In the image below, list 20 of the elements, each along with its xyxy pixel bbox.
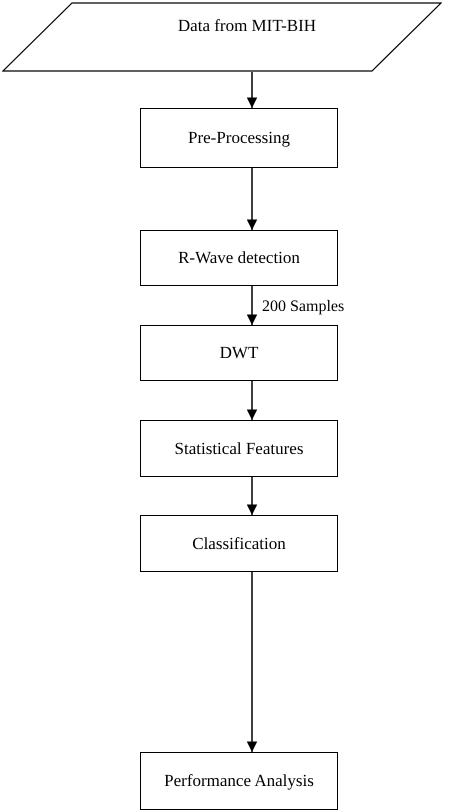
node-label: Pre-Processing <box>188 127 290 150</box>
arrow <box>246 572 258 752</box>
process-box <box>140 325 338 381</box>
node-label: Statistical Features <box>174 438 304 460</box>
process-box <box>140 230 338 286</box>
process-box <box>140 515 338 572</box>
arrow <box>246 72 258 108</box>
node-label: Classification <box>192 532 286 555</box>
process-box <box>140 752 338 810</box>
node-label: Data from MIT-BIH <box>178 15 316 38</box>
process-box <box>140 108 338 168</box>
node-label: R-Wave detection <box>178 247 300 270</box>
arrow <box>246 477 258 515</box>
input-parallelogram <box>2 2 442 72</box>
node-label: DWT <box>220 342 258 364</box>
node-label: Performance Analysis <box>164 770 314 792</box>
arrow <box>246 381 258 420</box>
process-box <box>140 420 338 477</box>
arrow <box>246 286 258 325</box>
arrow <box>246 168 258 230</box>
